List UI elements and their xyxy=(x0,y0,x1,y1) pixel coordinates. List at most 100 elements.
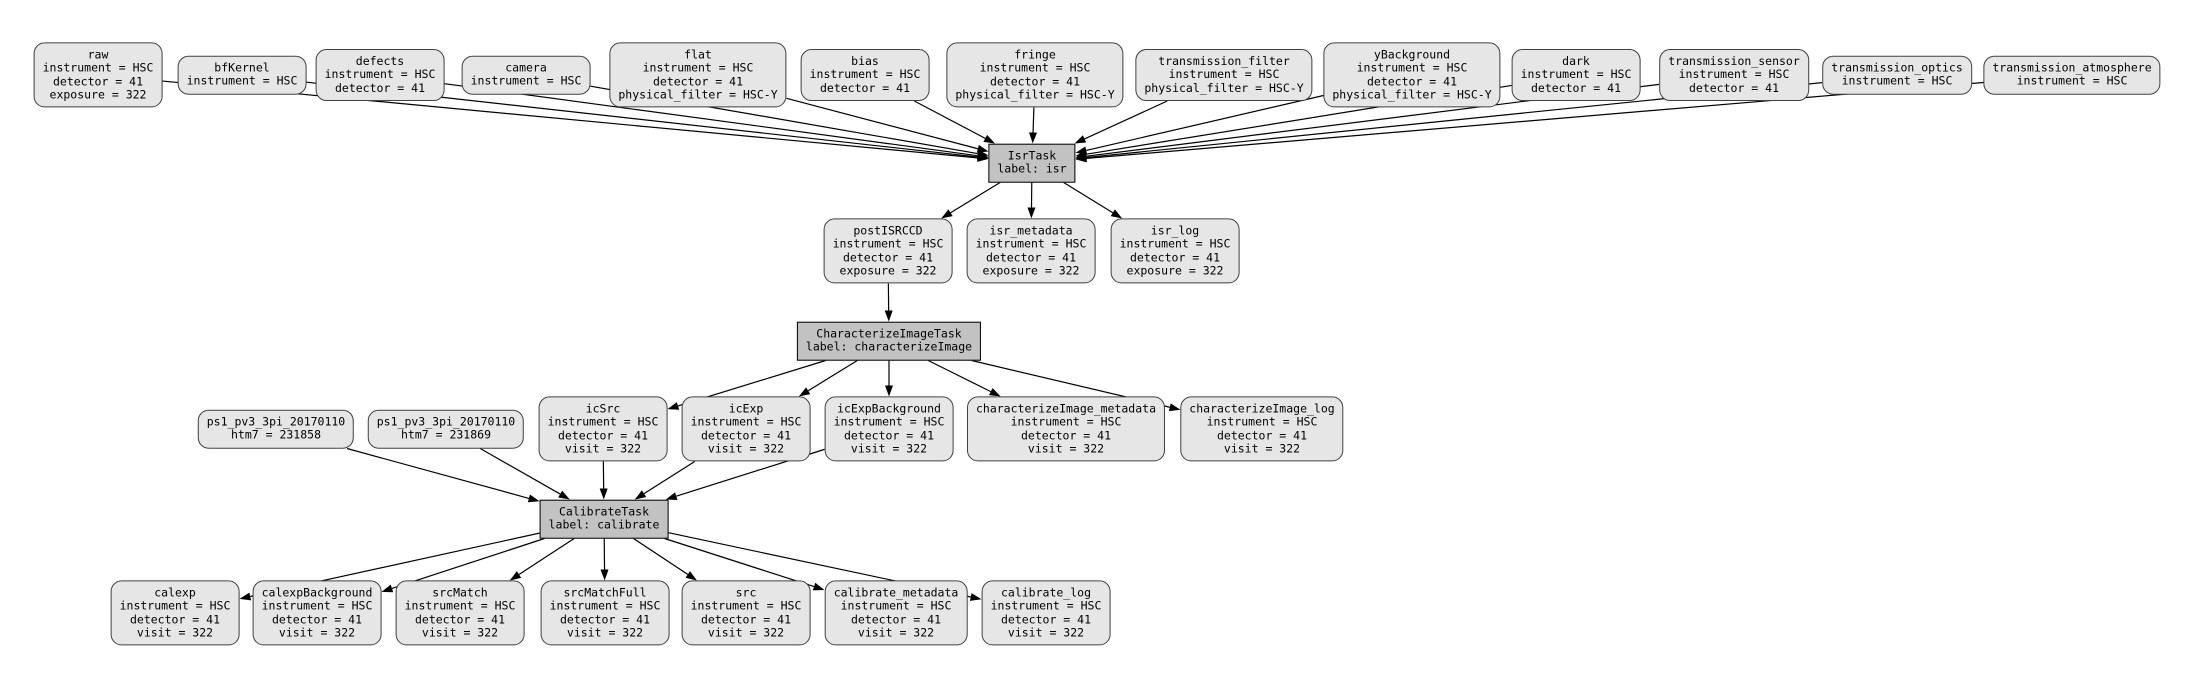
node-attr: visit = 322 xyxy=(707,625,785,640)
node-attr: detector = 41 xyxy=(559,612,650,626)
node-attr: exposure = 322 xyxy=(839,263,937,278)
node-title: icExpBackground xyxy=(837,401,941,416)
node-attr: detector = 41 xyxy=(52,74,143,88)
node-title: isr_metadata xyxy=(989,223,1073,238)
node-attr: physical_filter = HSC-Y xyxy=(618,87,778,102)
node-title: raw xyxy=(87,47,109,62)
node-attr: instrument = HSC xyxy=(261,598,373,613)
node-attr: detector = 41 xyxy=(1688,80,1779,95)
node-attr: instrument = HSC xyxy=(979,60,1091,75)
arrowhead-icon xyxy=(599,488,608,500)
edge-calibrate-to-srcMatch xyxy=(518,537,575,575)
node-title: ps1_pv3_3pi_20170110 xyxy=(206,414,346,429)
node-title: characterizeImage_metadata xyxy=(975,401,1157,416)
edge-ps1_b-to-calibrate xyxy=(479,447,561,495)
node-attr: detector = 41 xyxy=(989,74,1080,88)
arrowhead-icon xyxy=(1110,209,1123,219)
node-attr: instrument = HSC xyxy=(990,598,1102,613)
node-title: defects xyxy=(355,54,405,69)
edge-isr-to-postISRCCD xyxy=(950,181,1001,214)
node-title: yBackground xyxy=(1373,47,1451,62)
arrowhead-icon xyxy=(600,569,609,581)
node-title: srcMatch xyxy=(432,585,488,600)
arrowhead-icon xyxy=(983,134,995,144)
node-attr: visit = 322 xyxy=(566,625,644,640)
node-attr: label: calibrate xyxy=(548,518,660,532)
edge-yBackground-to-isr xyxy=(1086,94,1324,152)
node-attr: instrument = HSC xyxy=(2016,74,2128,88)
node-attr: visit = 322 xyxy=(707,441,785,456)
node-attr: detector = 41 xyxy=(129,612,220,626)
arrowhead-icon xyxy=(665,492,678,501)
arrowhead-icon xyxy=(381,584,394,593)
node-attr: detector = 41 xyxy=(1129,250,1220,264)
node-attr: instrument = HSC xyxy=(119,598,231,613)
node-title: postISRCCD xyxy=(853,223,923,238)
node-attr: instrument = HSC xyxy=(549,598,661,613)
node-attr: detector = 41 xyxy=(850,612,941,626)
node-attr: exposure = 322 xyxy=(49,87,147,102)
node-attr: visit = 322 xyxy=(1007,625,1085,640)
node-attr: detector = 41 xyxy=(700,428,791,442)
arrowhead-icon xyxy=(558,490,570,500)
node-attr: instrument = HSC xyxy=(1356,60,1468,75)
node-attr: visit = 322 xyxy=(421,625,499,640)
edge-characterizeImage-to-icExp xyxy=(807,359,858,392)
node-attr: visit = 322 xyxy=(1223,441,1301,456)
node-attr: physical_filter = HSC-Y xyxy=(955,87,1115,102)
node-attr: instrument = HSC xyxy=(1119,236,1231,251)
node-attr: label: isr xyxy=(997,162,1067,176)
arrowhead-icon xyxy=(1029,132,1038,144)
arrowhead-icon xyxy=(885,385,893,397)
node-attr: instrument = HSC xyxy=(547,414,659,429)
edge-icExp-to-calibrate xyxy=(643,460,696,495)
node-attr: detector = 41 xyxy=(271,612,362,626)
node-attr: detector = 41 xyxy=(652,74,743,88)
edge-flat-to-isr xyxy=(786,97,979,150)
node-title: transmission_atmosphere xyxy=(1992,60,2152,75)
arrowhead-icon xyxy=(1075,154,1087,163)
node-attr: htm7 = 231858 xyxy=(230,428,322,442)
arrowhead-icon xyxy=(667,402,680,410)
node-attr: instrument = HSC xyxy=(809,67,921,82)
node-title: transmission_optics xyxy=(1831,60,1963,75)
node-attr: instrument = HSC xyxy=(690,598,802,613)
arrowhead-icon xyxy=(509,571,522,581)
node-attr: instrument = HSC xyxy=(1010,414,1122,429)
node-attr: visit = 322 xyxy=(1027,441,1105,456)
arrowhead-icon xyxy=(969,593,982,601)
node-attr: instrument = HSC xyxy=(1841,74,1953,88)
arrowhead-icon xyxy=(239,592,252,601)
arrowhead-icon xyxy=(884,310,893,322)
node-title: srcMatchFull xyxy=(563,585,647,600)
arrowhead-icon xyxy=(1027,207,1036,219)
arrowhead-icon xyxy=(1168,403,1181,412)
node-attr: instrument = HSC xyxy=(1678,67,1790,82)
edge-bias-to-isr xyxy=(914,100,986,139)
edge-calibrate-to-calexpBackground xyxy=(391,537,545,590)
node-attr: detector = 41 xyxy=(985,250,1076,264)
node-attr: detector = 41 xyxy=(1366,74,1457,88)
node-attr: physical_filter = HSC-Y xyxy=(1332,87,1492,102)
node-attr: detector = 41 xyxy=(700,612,791,626)
node-attr: htm7 = 231869 xyxy=(400,428,492,442)
node-attr: visit = 322 xyxy=(850,441,928,456)
node-title: bfKernel xyxy=(214,60,270,75)
node-attr: detector = 41 xyxy=(1216,428,1307,442)
